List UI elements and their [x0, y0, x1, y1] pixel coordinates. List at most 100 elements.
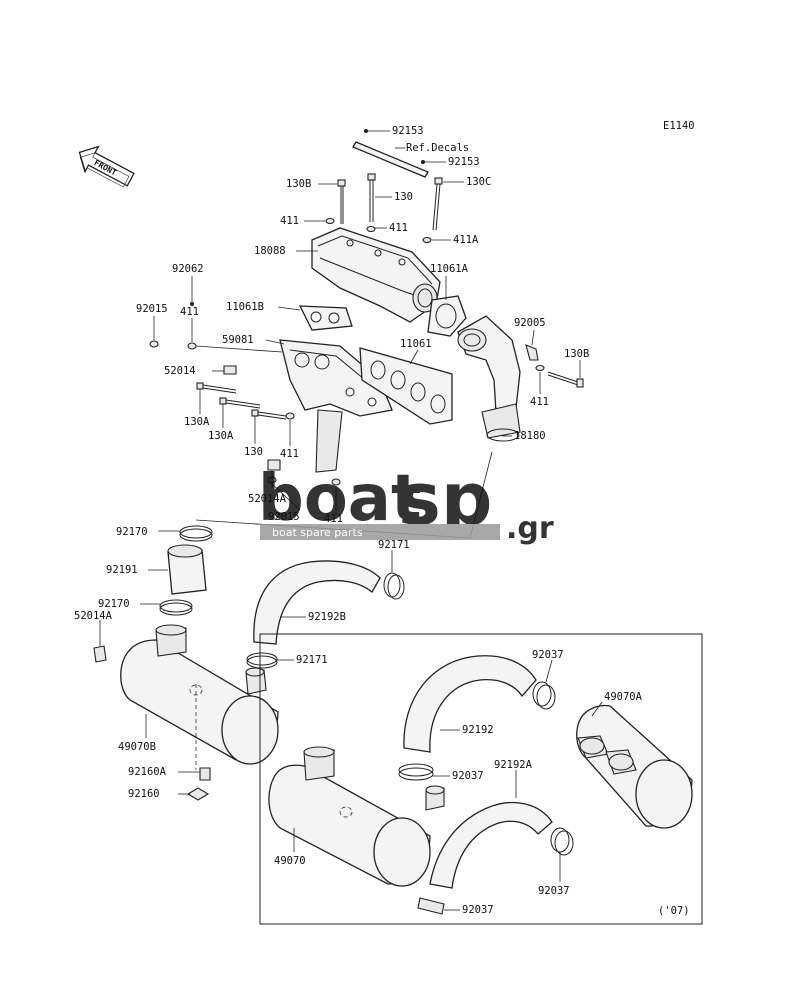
bolt-130c: [432, 177, 443, 231]
clamp-92037-b: [398, 763, 434, 781]
label-92192a: 92192A: [494, 759, 533, 771]
dowel-52014: [223, 365, 237, 375]
label-92153-b: 92153: [448, 156, 480, 168]
label-130a-1: 130A: [184, 416, 210, 428]
diagram-code: E1140: [663, 120, 695, 132]
label-411-bot: 411: [280, 448, 299, 460]
nut-92015-a: [149, 340, 159, 348]
sleeve-92191: [167, 544, 207, 595]
label-92171-a: 92171: [378, 539, 410, 551]
dowel-52014a-top: [267, 459, 281, 471]
variant-box: [259, 633, 703, 925]
label-411-b: 411: [180, 306, 199, 318]
washer-411-mid: [366, 225, 376, 233]
label-130b-right: 130B: [564, 348, 589, 360]
label-92192b: 92192B: [308, 611, 346, 623]
dowel-52014a-left: [93, 645, 107, 663]
plug-92160a: [199, 767, 211, 781]
label-92153-a: 92153: [392, 125, 424, 137]
label-411-c: 411: [324, 513, 343, 525]
label-92191: 92191: [106, 564, 138, 576]
gasket-11061a: [427, 295, 467, 337]
fitting-92005: [525, 344, 539, 361]
label-92170-a: 92170: [116, 526, 148, 538]
exhaust-elbow: [457, 315, 521, 442]
label-92037-d: 92037: [462, 904, 494, 916]
label-52014a-top: 52014A: [248, 493, 287, 505]
hose-92192b: [253, 560, 381, 645]
label-92015-b: 92015: [268, 511, 300, 523]
watermark-tagline-bar: [260, 524, 500, 540]
label-52014a-left: 52014A: [74, 610, 113, 622]
label-130-top: 130: [394, 191, 413, 203]
washer-411-left: [325, 217, 335, 225]
gasket-11061b: [298, 305, 353, 331]
clamp-92037-d: [417, 897, 445, 915]
part-labels: 92153 Ref.Decals 92153 130B 130 130C 411…: [74, 125, 690, 917]
pin-92062: [190, 302, 194, 306]
clamp-92170-lower: [159, 599, 193, 616]
label-ref-decals: Ref.Decals: [406, 142, 469, 154]
clamp-92171-right: [383, 572, 405, 600]
label-411-left: 411: [280, 215, 299, 227]
label-92037-a: 92037: [532, 649, 564, 661]
washer-411a: [422, 236, 432, 244]
label-130c: 130C: [466, 176, 491, 188]
label-92160: 92160: [128, 788, 160, 800]
washer-411-right: [535, 364, 545, 372]
label-411a: 411A: [453, 234, 479, 246]
gasket-11061: [359, 347, 453, 425]
clamp-92171-lower: [246, 652, 278, 669]
label-130b-top: 130B: [286, 178, 311, 190]
label-411-right: 411: [530, 396, 549, 408]
washer-411-bot: [285, 412, 295, 420]
bolt-130-top: [367, 173, 376, 222]
hose-92192: [403, 655, 537, 753]
label-52014: 52014: [164, 365, 196, 377]
label-92037-c: 92037: [538, 885, 570, 897]
watermark-logo: boat sp .gr boat spare parts: [258, 457, 554, 546]
label-92037-b: 92037: [452, 770, 484, 782]
gasket-92160: [186, 787, 210, 801]
label-59081: 59081: [222, 334, 254, 346]
watermark-tld: .gr: [506, 511, 554, 546]
label-92170-b: 92170: [98, 598, 130, 610]
bolt-130b-top: [337, 179, 346, 224]
label-92192: 92192: [462, 724, 494, 736]
clamp-92037-c: [550, 827, 574, 856]
label-49070b: 49070B: [118, 741, 156, 753]
label-92062: 92062: [172, 263, 204, 275]
washer-411-c: [331, 478, 341, 486]
watermark-brand-left: boat: [258, 462, 422, 536]
bolt-130a-1: [196, 382, 237, 394]
label-11061b: 11061B: [226, 301, 264, 313]
muffler-49070a: [576, 704, 693, 829]
label-92005: 92005: [514, 317, 546, 329]
label-92160a: 92160A: [128, 766, 167, 778]
label-92171-b: 92171: [296, 654, 328, 666]
front-arrow-icon: FRONT: [78, 145, 135, 188]
clamp-92037-a: [532, 681, 556, 710]
label-130-bot: 130: [244, 446, 263, 458]
manifold-59081: [279, 339, 393, 473]
decal-strip: [352, 129, 429, 178]
washer-411-b: [187, 342, 197, 350]
label-49070: 49070: [274, 855, 306, 867]
bolt-130b-right: [547, 371, 584, 388]
variant-year-note: ('07): [658, 905, 690, 917]
label-18088: 18088: [254, 245, 286, 257]
label-11061a: 11061A: [430, 263, 469, 275]
bolt-130a-2: [219, 397, 261, 409]
label-11061: 11061: [400, 338, 432, 350]
muffler-49070b: [120, 624, 279, 770]
bolt-130-bot: [251, 409, 287, 420]
label-130a-2: 130A: [208, 430, 234, 442]
label-49070a: 49070A: [604, 691, 643, 703]
label-411-mid: 411: [389, 222, 408, 234]
label-92015-a: 92015: [136, 303, 168, 315]
hose-92192a: [429, 801, 553, 889]
clamp-92170-top: [179, 525, 213, 542]
label-18180: 18180: [514, 430, 546, 442]
